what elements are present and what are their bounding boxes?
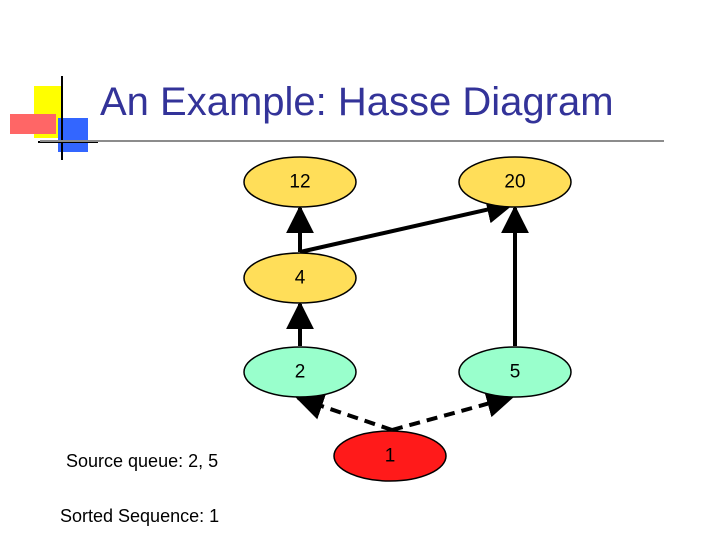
node-2: 2	[243, 346, 357, 398]
node-1-label: 1	[385, 446, 396, 467]
slide-logo-decoration	[10, 76, 98, 160]
node-20: 20	[458, 156, 572, 208]
node-5-label: 5	[510, 362, 521, 383]
node-4: 4	[243, 252, 357, 304]
edge-4-to-20	[299, 195, 515, 254]
node-4-label: 4	[295, 268, 306, 289]
edge-1-to-2	[295, 392, 393, 432]
node-4-shape	[243, 252, 357, 304]
node-5: 5	[458, 346, 572, 398]
sorted-sequence-label: Sorted Sequence: 1	[60, 506, 220, 526]
node-12-label: 12	[289, 172, 310, 193]
node-1: 1	[333, 430, 447, 482]
node-2-label: 2	[295, 362, 306, 383]
source-queue-label: Source queue: 2, 5	[66, 451, 219, 471]
node-1-shape	[333, 430, 447, 482]
node-20-shape	[458, 156, 572, 208]
node-5-shape	[458, 346, 572, 398]
slide-title: An Example: Hasse Diagram	[100, 80, 614, 124]
node-20-label: 20	[504, 172, 525, 193]
edge-1-to-5	[391, 390, 515, 432]
node-2-shape	[243, 346, 357, 398]
node-12-shape	[243, 156, 357, 208]
node-12: 12	[243, 156, 357, 208]
title-divider	[40, 140, 664, 142]
